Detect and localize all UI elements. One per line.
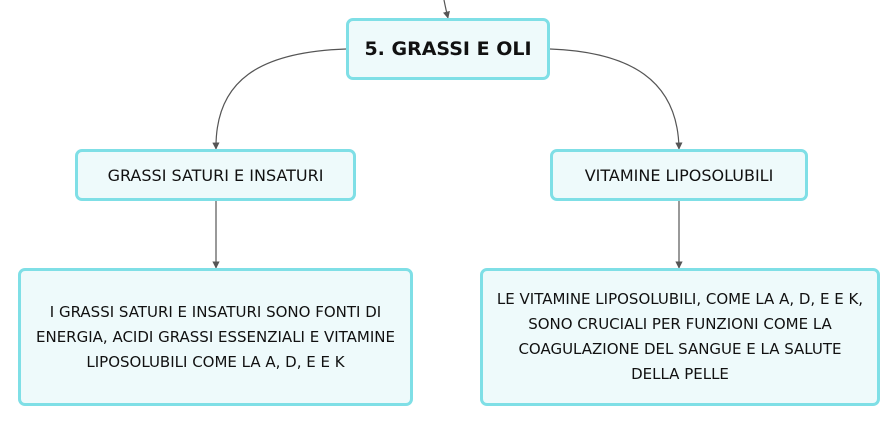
detail-node-grassi-saturi[interactable]: I GRASSI SATURI E INSATURI SONO FONTI DI… [18, 268, 413, 406]
detail-node-vitamine[interactable]: LE VITAMINE LIPOSOLUBILI, COME LA A, D, … [480, 268, 880, 406]
root-node-label: 5. GRASSI E OLI [364, 38, 532, 60]
detail-node-text: I GRASSI SATURI E INSATURI SONO FONTI DI… [36, 302, 395, 371]
branch-node-vitamine[interactable]: VITAMINE LIPOSOLUBILI [550, 149, 808, 201]
branch-node-label: GRASSI SATURI E INSATURI [107, 165, 324, 185]
branch-node-label: VITAMINE LIPOSOLUBILI [584, 165, 774, 185]
branch-node-grassi-saturi[interactable]: GRASSI SATURI E INSATURI [75, 149, 356, 201]
connector-incoming [442, 0, 450, 19]
detail-node-text: LE VITAMINE LIPOSOLUBILI, COME LA A, D, … [496, 290, 864, 383]
connector-root-to-right [549, 48, 683, 150]
root-node[interactable]: 5. GRASSI E OLI [346, 18, 550, 80]
connector-root-to-left [212, 48, 347, 150]
